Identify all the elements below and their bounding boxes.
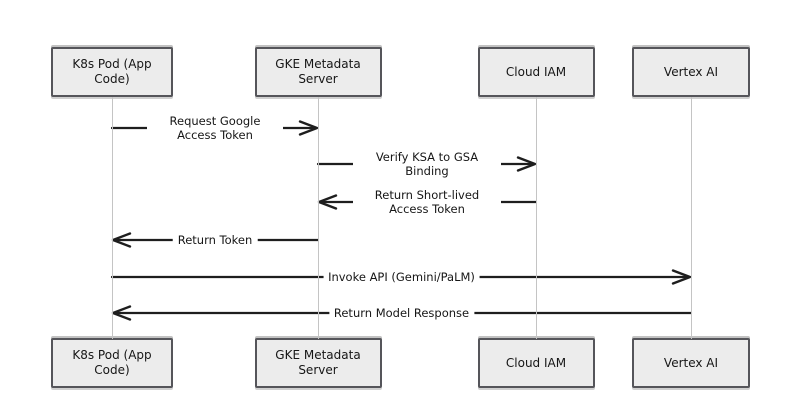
actor-label: K8s Pod (App Code) — [72, 348, 152, 377]
actor-label: K8s Pod (App Code) — [72, 57, 152, 86]
message-label-4: Invoke API (Gemini/PaLM) — [323, 270, 480, 284]
message-label-3: Return Token — [172, 233, 258, 247]
actor-label: Cloud IAM — [505, 64, 567, 79]
message-arrowhead-5 — [111, 305, 132, 321]
actor-box-bottom-cloud-iam: Cloud IAM — [477, 338, 595, 388]
message-arrowhead-4 — [671, 269, 692, 285]
message-arrowhead-2 — [317, 194, 338, 210]
actor-box-top-k8s-pod: K8s Pod (App Code) — [51, 47, 173, 97]
message-label-1: Verify KSA to GSA Binding — [353, 150, 501, 178]
actor-box-bottom-vertex-ai: Vertex AI — [632, 338, 750, 388]
actor-label: Cloud IAM — [505, 355, 567, 370]
lifeline-cloud-iam — [535, 97, 537, 339]
lifeline-gke-metadata-server — [317, 97, 319, 339]
actor-box-top-vertex-ai: Vertex AI — [632, 47, 750, 97]
actor-label: Vertex AI — [663, 355, 719, 370]
actor-label: Vertex AI — [663, 64, 719, 79]
message-arrowhead-3 — [111, 232, 132, 248]
actor-label: GKE Metadata Server — [275, 348, 361, 377]
message-label-0: Request Google Access Token — [147, 114, 283, 142]
lifeline-vertex-ai — [690, 97, 692, 339]
actor-box-top-gke-metadata-server: GKE Metadata Server — [254, 47, 382, 97]
lifeline-k8s-pod — [111, 97, 113, 339]
message-arrowhead-0 — [298, 120, 319, 136]
message-arrowhead-1 — [516, 156, 537, 172]
actor-box-bottom-k8s-pod: K8s Pod (App Code) — [51, 338, 173, 388]
message-label-5: Return Model Response — [328, 306, 475, 320]
actor-label: GKE Metadata Server — [275, 57, 361, 86]
message-label-2: Return Short-lived Access Token — [353, 188, 501, 216]
actor-box-top-cloud-iam: Cloud IAM — [477, 47, 595, 97]
actor-box-bottom-gke-metadata-server: GKE Metadata Server — [254, 338, 382, 388]
